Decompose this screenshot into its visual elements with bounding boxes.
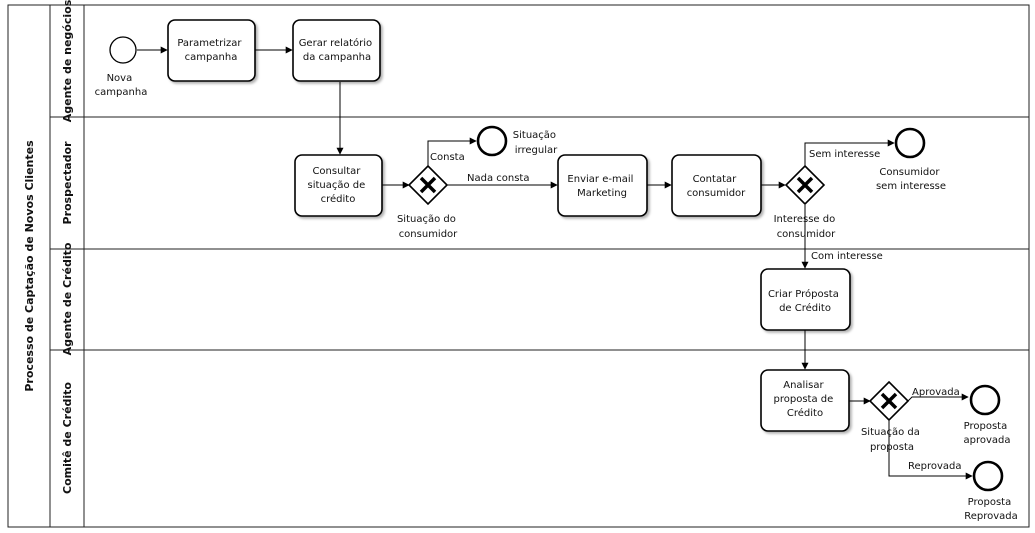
label-situacao-consumidor: Situação do consumidor	[397, 214, 459, 240]
sequence-flows	[137, 46, 973, 480]
label-interesse-consumidor: Interesse do consumidor	[774, 214, 839, 240]
task-analisar-proposta[interactable]: Analisar proposta de Crédito	[760, 369, 850, 432]
svg-text:Criar Próposta de Créd: Criar Próposta de Crédito	[768, 288, 842, 314]
end-event-proposta-reprovada[interactable]	[972, 460, 1004, 492]
pool-title: Processo de Captação de Novos Clientes	[23, 140, 36, 392]
label-consumidor-sem-interesse: Consumidor sem interesse	[876, 167, 946, 192]
svg-text:Analisar proposta de: Analisar proposta de Crédito	[774, 380, 837, 419]
lanes: Agente de negócios Prospectador Agente d…	[50, 0, 1029, 494]
events: Nova campanha Situação irregular Consumi…	[95, 36, 1018, 522]
pool: Processo de Captação de Novos Clientes	[7, 4, 1030, 528]
gateways: Situação do consumidor Interesse do cons…	[397, 164, 923, 453]
label-situacao-irregular: Situação irregular	[513, 130, 559, 156]
label-nova-campanha: Nova campanha	[95, 73, 148, 98]
lane-title-agente-negocios: Agente de negócios	[61, 0, 74, 122]
lane-title-prospectador: Prospectador	[61, 141, 74, 225]
flow-label-aprovada: Aprovada	[912, 387, 960, 398]
label-proposta-aprovada: Proposta aprovada	[963, 421, 1010, 446]
svg-text:Contatar consumidor: Contatar consumidor	[687, 174, 746, 199]
end-event-proposta-aprovada[interactable]	[969, 384, 1001, 416]
svg-text:Enviar e-mail Marketin: Enviar e-mail Marketing	[567, 174, 636, 199]
svg-text:Gerar relatório da cam: Gerar relatório da campanha	[299, 37, 376, 63]
task-gerar-relatorio[interactable]: Gerar relatório da campanha	[292, 19, 381, 82]
flow-labels: Consta Nada consta Sem interesse Com int…	[430, 149, 962, 472]
flow-label-consta: Consta	[430, 152, 465, 163]
gateway-interesse-consumidor[interactable]	[784, 164, 826, 206]
flow-consta	[427, 137, 477, 166]
tasks: Parametrizar campanha Gerar relatório da…	[167, 19, 851, 432]
gateway-situacao-consumidor[interactable]	[407, 164, 449, 206]
flow-aprovada	[907, 393, 969, 402]
lane-title-agente-credito: Agente de Crédito	[61, 242, 74, 355]
label-proposta-reprovada: Proposta Reprovada	[964, 497, 1018, 522]
svg-text:Consultar situação de: Consultar situação de crédito	[308, 166, 369, 205]
start-event-nova-campanha[interactable]	[109, 36, 137, 64]
gateway-situacao-proposta[interactable]	[868, 380, 910, 422]
task-enviar-email[interactable]: Enviar e-mail Marketing	[557, 154, 648, 217]
end-event-situacao-irregular[interactable]	[476, 125, 508, 157]
flow-label-reprovada: Reprovada	[908, 461, 962, 472]
end-event-consumidor-sem-interesse[interactable]	[894, 127, 926, 159]
flow-sem-interesse	[804, 139, 895, 166]
flow-label-nada-consta: Nada consta	[467, 173, 529, 184]
label-situacao-proposta: Situação da proposta	[861, 427, 923, 453]
lane-title-comite-credito: Comitê de Crédito	[61, 382, 74, 494]
exclusive-x-icon	[419, 176, 437, 194]
flow-label-sem-interesse: Sem interesse	[809, 149, 880, 160]
flow-label-com-interesse: Com interesse	[811, 251, 883, 262]
exclusive-x-icon	[796, 176, 814, 194]
task-contatar-consumidor[interactable]: Contatar consumidor	[671, 154, 762, 217]
task-parametrizar-campanha[interactable]: Parametrizar campanha	[167, 19, 256, 82]
task-criar-proposta[interactable]: Criar Próposta de Crédito	[760, 268, 851, 331]
svg-text:Parametrizar campanha: Parametrizar campanha	[177, 38, 244, 63]
flow-reprovada	[888, 420, 973, 480]
exclusive-x-icon	[880, 392, 898, 410]
task-consultar-situacao[interactable]: Consultar situação de crédito	[294, 154, 383, 217]
